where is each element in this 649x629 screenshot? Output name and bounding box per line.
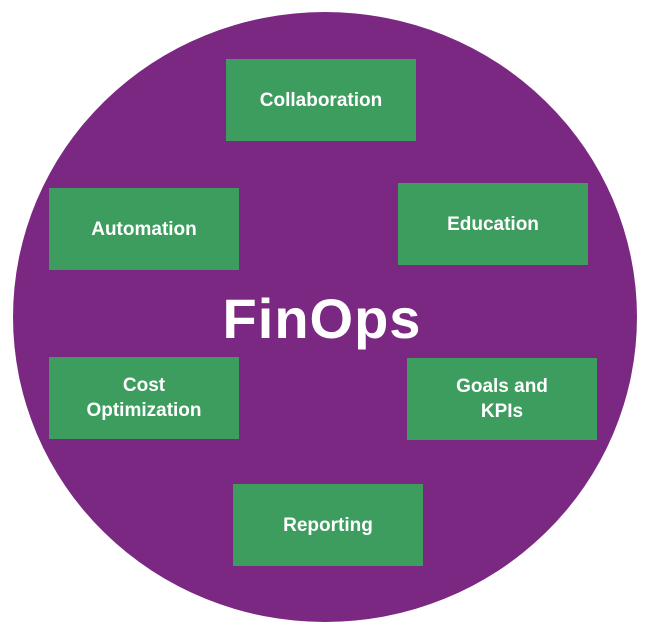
center-title: FinOps: [222, 287, 422, 350]
goals-and-kpis-box: Goals and KPIs: [407, 358, 597, 440]
education-box: Education: [398, 183, 588, 265]
reporting-box: Reporting: [233, 484, 423, 566]
automation-box: Automation: [49, 188, 239, 270]
cost-optimization-box: Cost Optimization: [49, 357, 239, 439]
collaboration-box: Collaboration: [226, 59, 416, 141]
